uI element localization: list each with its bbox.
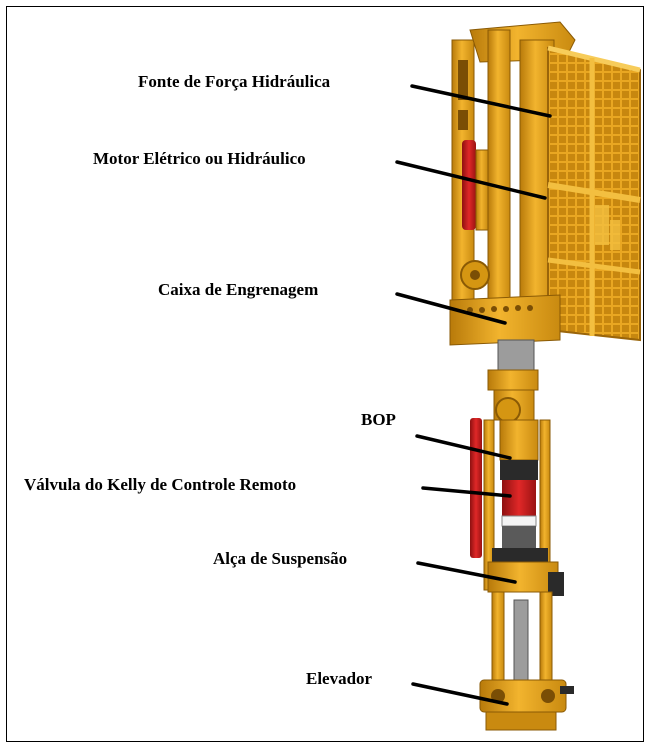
label-motor: Motor Elétrico ou Hidráulico (93, 149, 306, 168)
bop-valve-stack (492, 419, 548, 562)
label-kelly-valve: Válvula do Kelly de Controle Remoto (24, 475, 297, 494)
swivel (487, 339, 539, 423)
leader-gearbox (395, 292, 507, 325)
leader-elevator (411, 682, 509, 706)
label-bail: Alça de Suspensão (213, 549, 348, 568)
label-elevator: Elevador (306, 669, 373, 688)
leader-kelly-valve (421, 486, 512, 498)
leader-lines (395, 84, 552, 706)
label-bop: BOP (361, 410, 396, 429)
leader-motor (395, 160, 547, 200)
leader-bail (416, 561, 517, 584)
motor-cage (547, 45, 641, 342)
label-hydraulic-power: Fonte de Força Hidráulica (138, 72, 331, 91)
leader-hydraulic-power (410, 84, 552, 118)
leader-bop (415, 434, 512, 460)
gearbox-housing (449, 260, 561, 346)
elevator-body (479, 679, 574, 731)
label-gearbox: Caixa de Engrenagem (158, 280, 319, 299)
bail-assembly (487, 561, 564, 703)
hydraulic-cylinder-upper (462, 140, 489, 231)
